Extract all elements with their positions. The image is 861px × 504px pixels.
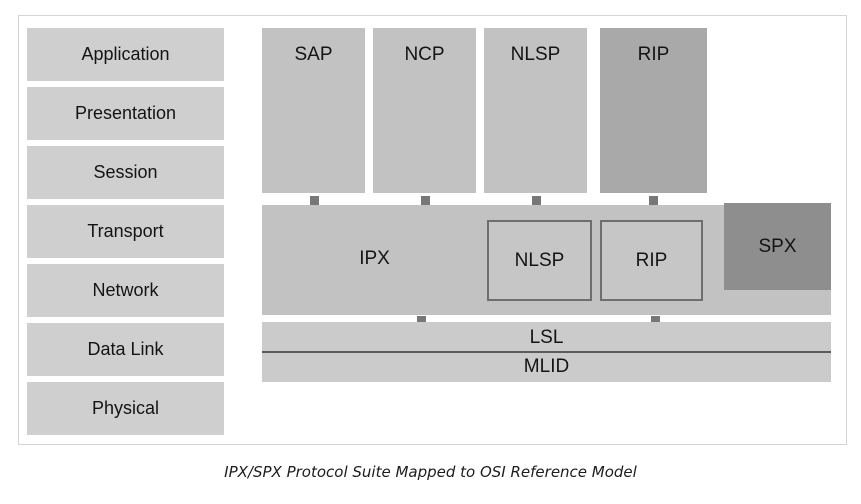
osi-layer-column: Application Presentation Session Transpo… (27, 28, 224, 441)
protocol-box-sap[interactable]: SAP (262, 28, 365, 193)
osi-layer-data-link[interactable]: Data Link (27, 323, 224, 376)
driver-band-label-mlid: MLID (523, 356, 570, 377)
connector-nub-sap-icon (310, 196, 319, 205)
nested-protocol-box-rip[interactable]: RIP (600, 220, 703, 301)
osi-layer-application[interactable]: Application (27, 28, 224, 81)
nested-protocol-label: RIP (635, 249, 668, 271)
figure-caption: IPX/SPX Protocol Suite Mapped to OSI Ref… (224, 463, 637, 481)
protocol-label: NCP (404, 44, 445, 65)
osi-layer-label: Application (81, 44, 170, 64)
osi-layer-presentation[interactable]: Presentation (27, 87, 224, 140)
protocol-band-ipx-label: IPX (359, 248, 390, 269)
osi-layer-label: Data Link (87, 339, 164, 359)
protocol-label: SAP (294, 44, 333, 65)
protocol-box-ncp[interactable]: NCP (373, 28, 476, 193)
connector-nub-ipx-icon (417, 316, 426, 325)
connector-nub-ncp-icon (421, 196, 430, 205)
osi-layer-label: Session (93, 162, 158, 182)
osi-layer-label: Presentation (74, 103, 177, 123)
osi-layer-label: Physical (91, 398, 160, 418)
protocol-box-rip[interactable]: RIP (600, 28, 707, 193)
osi-layer-label: Transport (87, 221, 164, 241)
protocol-label: NLSP (510, 44, 561, 65)
osi-layer-label: Network (92, 280, 159, 300)
nested-protocol-label: NLSP (514, 249, 565, 271)
osi-layer-physical[interactable]: Physical (27, 382, 224, 435)
protocol-box-spx[interactable]: SPX (724, 203, 831, 290)
driver-band-divider (262, 351, 831, 353)
protocol-label: RIP (637, 44, 670, 65)
osi-layer-network[interactable]: Network (27, 264, 224, 317)
osi-layer-session[interactable]: Session (27, 146, 224, 199)
protocol-box-nlsp[interactable]: NLSP (484, 28, 587, 193)
nested-protocol-box-nlsp[interactable]: NLSP (487, 220, 592, 301)
protocol-label: SPX (758, 235, 797, 257)
driver-band-label-lsl: LSL (529, 327, 564, 348)
connector-nub-rip-icon (649, 196, 658, 205)
connector-nub-nlsp-icon (532, 196, 541, 205)
connector-nub-rip-lower-icon (651, 316, 660, 325)
osi-layer-transport[interactable]: Transport (27, 205, 224, 258)
